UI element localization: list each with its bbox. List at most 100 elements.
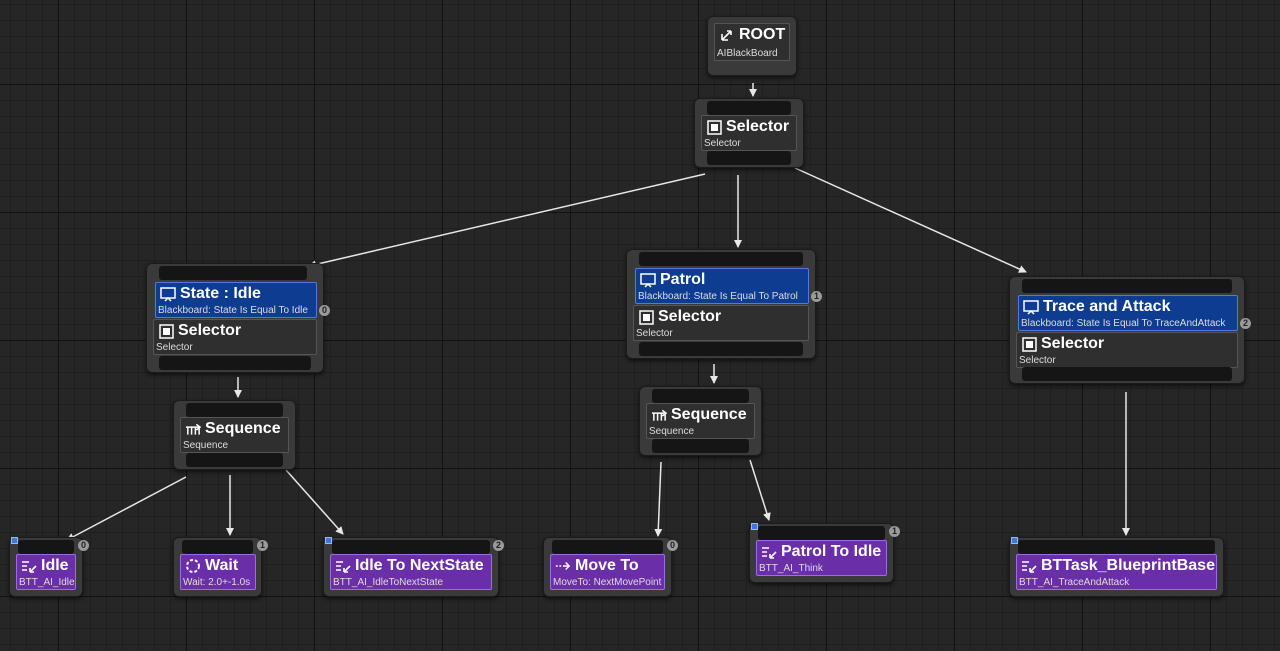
sequence-content: Sequence Sequence [646,403,755,439]
selector-icon [1021,336,1037,352]
execution-index-badge: 0 [78,540,89,551]
task-subtitle: BTT_AI_TraceAndAttack [1019,577,1130,588]
input-pin-bar [758,526,885,540]
task-title: Move To [575,557,639,574]
decorator-state-idle[interactable]: State : Idle Blackboard: State Is Equal … [155,282,317,318]
task-content: BTTask_BlueprintBase BTT_AI_TraceAndAtta… [1016,554,1217,590]
blackboard-decorator-icon [640,272,656,288]
wire-selector-attack [794,167,1027,273]
input-pin-bar [186,403,283,417]
decorator-condition: Blackboard: State Is Equal To Idle [158,305,308,316]
decorator-trace-attack[interactable]: Trace and Attack Blackboard: State Is Eq… [1018,295,1238,331]
output-pin-bar [652,439,749,453]
composite-title: Selector [658,308,722,325]
selector-main-content: Selector Selector [701,115,797,151]
root-icon [719,27,735,43]
idle-branch-node[interactable]: State : Idle Blackboard: State Is Equal … [146,263,330,373]
blackboard-decorator-icon [160,286,176,302]
task-move-to-node[interactable]: Move To MoveTo: NextMovePoint 0 [543,537,678,597]
input-pin-bar [1022,279,1232,293]
output-pin-bar [707,151,791,165]
sequence-idle-node[interactable]: Sequence Sequence [173,400,296,470]
task-title: BTTask_BlueprintBase [1041,557,1215,574]
task-subtitle: MoveTo: NextMovePoint [553,577,662,588]
sequence-content: Sequence Sequence [180,417,289,453]
task-title: Wait [205,557,239,574]
root-node[interactable]: ROOT AIBlackBoard [707,16,797,76]
sequence-subtitle: Sequence [649,426,695,437]
breakpoint-flag-icon [751,523,758,530]
patrol-branch-node[interactable]: Patrol Blackboard: State Is Equal To Pat… [626,249,822,359]
composite-subtitle: Selector [156,342,193,353]
selector-icon [158,323,174,339]
output-pin-bar [186,453,283,467]
decorator-title: Patrol [660,271,706,288]
task-title: Patrol To Idle [781,543,882,560]
task-subtitle: Wait: 2.0+-1.0s [183,577,251,588]
sequence-icon [651,407,667,423]
task-subtitle: BTT_AI_Idle [19,577,75,588]
blueprint-task-icon [1021,558,1037,574]
input-pin-bar [552,540,663,554]
execution-index-badge: 0 [319,305,330,316]
sequence-subtitle: Sequence [183,440,229,451]
move-to-icon [555,558,571,574]
input-pin-bar [159,266,307,280]
input-pin-bar [18,540,74,554]
composite-selector[interactable]: Selector Selector [153,319,317,355]
selector-icon [638,309,654,325]
selector-main-subtitle: Selector [704,138,741,149]
task-content: Patrol To Idle BTT_AI_Think [756,540,887,576]
input-pin-bar [707,101,791,115]
execution-index-badge: 2 [1240,318,1251,329]
task-content: Idle BTT_AI_Idle [16,554,76,590]
output-pin-bar [159,356,311,370]
selector-icon [706,119,722,135]
execution-index-badge: 0 [667,540,678,551]
task-subtitle: BTT_AI_Think [759,563,823,574]
decorator-patrol[interactable]: Patrol Blackboard: State Is Equal To Pat… [635,268,809,304]
input-pin-bar [639,252,803,266]
task-content: Idle To NextState BTT_AI_IdleToNextState [330,554,492,590]
task-subtitle: BTT_AI_IdleToNextState [333,577,444,588]
breakpoint-flag-icon [325,537,332,544]
wire-seq-moveto [654,461,663,537]
task-content: Move To MoveTo: NextMovePoint [550,554,665,590]
task-idle-next-node[interactable]: Idle To NextState BTT_AI_IdleToNextState… [323,537,504,597]
composite-selector[interactable]: Selector Selector [1016,332,1238,368]
output-pin-bar [1022,367,1232,381]
execution-index-badge: 1 [889,526,900,537]
output-pin-bar [639,342,803,356]
wire-seq-idle [66,476,187,541]
attack-branch-node[interactable]: Trace and Attack Blackboard: State Is Eq… [1009,276,1251,384]
sequence-patrol-node[interactable]: Sequence Sequence [639,386,762,456]
input-pin-bar [332,540,490,554]
execution-index-badge: 2 [493,540,504,551]
blackboard-decorator-icon [1023,299,1039,315]
blueprint-task-icon [761,544,777,560]
blueprint-task-icon [335,558,351,574]
composite-selector[interactable]: Selector Selector [633,305,809,341]
breakpoint-flag-icon [11,537,18,544]
input-pin-bar [1018,540,1215,554]
task-patrol-idle-node[interactable]: Patrol To Idle BTT_AI_Think 1 [749,523,900,583]
wait-icon [185,558,201,574]
task-title: Idle [41,557,69,574]
selector-main-title: Selector [726,118,790,135]
sequence-icon [185,421,201,437]
decorator-title: Trace and Attack [1043,298,1171,315]
blueprint-task-icon [21,558,37,574]
task-blueprint-node[interactable]: BTTask_BlueprintBase BTT_AI_TraceAndAtta… [1009,537,1224,597]
task-idle-node[interactable]: Idle BTT_AI_Idle 0 [9,537,89,597]
composite-title: Selector [1041,335,1105,352]
selector-main-node[interactable]: Selector Selector [694,98,804,168]
sequence-title: Sequence [671,406,747,423]
input-pin-bar [182,540,253,554]
task-wait-node[interactable]: Wait Wait: 2.0+-1.0s 1 [173,537,268,597]
task-title: Idle To NextState [355,557,484,574]
root-content: ROOT AIBlackBoard [714,23,790,61]
execution-index-badge: 1 [257,540,268,551]
root-title: ROOT [739,26,786,43]
root-subtitle: AIBlackBoard [717,48,778,59]
composite-subtitle: Selector [1019,355,1056,366]
